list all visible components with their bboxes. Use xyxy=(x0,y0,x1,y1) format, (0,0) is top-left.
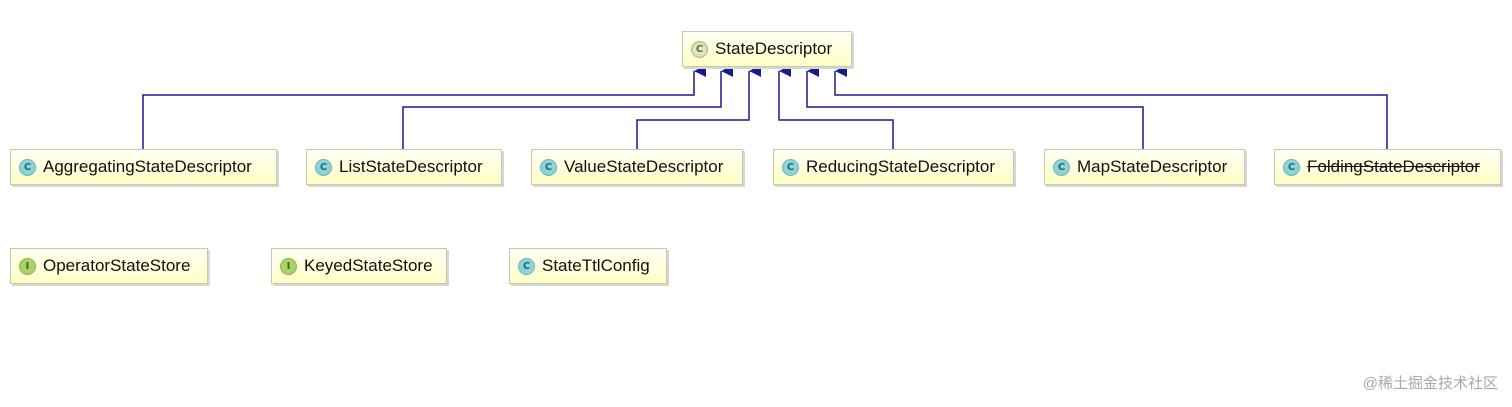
edge-value xyxy=(636,65,761,149)
interface-icon: I xyxy=(280,257,297,275)
node-valuestatedescriptor[interactable]: C ValueStateDescriptor xyxy=(531,149,743,185)
edge-map xyxy=(806,65,1144,149)
node-foldingstatedescriptor[interactable]: C FoldingStateDescriptor xyxy=(1274,149,1501,185)
class-icon: C xyxy=(782,158,799,176)
node-liststatedescriptor[interactable]: C ListStateDescriptor xyxy=(306,149,502,185)
node-mapstatedescriptor[interactable]: C MapStateDescriptor xyxy=(1044,149,1245,185)
node-label: StateDescriptor xyxy=(715,39,833,58)
class-icon: C xyxy=(315,158,332,176)
interface-icon: I xyxy=(19,257,36,275)
node-label-deprecated: FoldingStateDescriptor xyxy=(1307,157,1480,176)
watermark: @稀土掘金技术社区 xyxy=(1362,375,1498,392)
edge-list xyxy=(402,65,733,149)
class-icon: C xyxy=(540,158,557,176)
node-label: AggregatingStateDescriptor xyxy=(43,157,252,176)
node-label: OperatorStateStore xyxy=(43,256,191,275)
node-label: MapStateDescriptor xyxy=(1077,157,1228,176)
node-aggregatingstatedescriptor[interactable]: C AggregatingStateDescriptor xyxy=(10,149,277,185)
edge-reducing xyxy=(778,65,894,149)
edge-aggregating xyxy=(142,65,706,149)
node-statettlconfig[interactable]: C StateTtlConfig xyxy=(509,248,667,284)
node-label: KeyedStateStore xyxy=(304,256,433,275)
node-keyedstatestore[interactable]: I KeyedStateStore xyxy=(271,248,447,284)
class-icon: C xyxy=(1053,158,1070,176)
class-icon: C xyxy=(691,40,708,58)
node-operatorstatestore[interactable]: I OperatorStateStore xyxy=(10,248,208,284)
class-icon: C xyxy=(518,257,535,275)
edge-folding xyxy=(834,65,1388,149)
class-icon: C xyxy=(1283,158,1300,176)
node-label: StateTtlConfig xyxy=(542,256,650,275)
node-label: ListStateDescriptor xyxy=(339,157,483,176)
node-label: ReducingStateDescriptor xyxy=(806,157,995,176)
node-reducingstatedescriptor[interactable]: C ReducingStateDescriptor xyxy=(773,149,1014,185)
class-icon: C xyxy=(19,158,36,176)
node-label: ValueStateDescriptor xyxy=(564,157,724,176)
node-statedescriptor[interactable]: C StateDescriptor xyxy=(682,31,852,67)
